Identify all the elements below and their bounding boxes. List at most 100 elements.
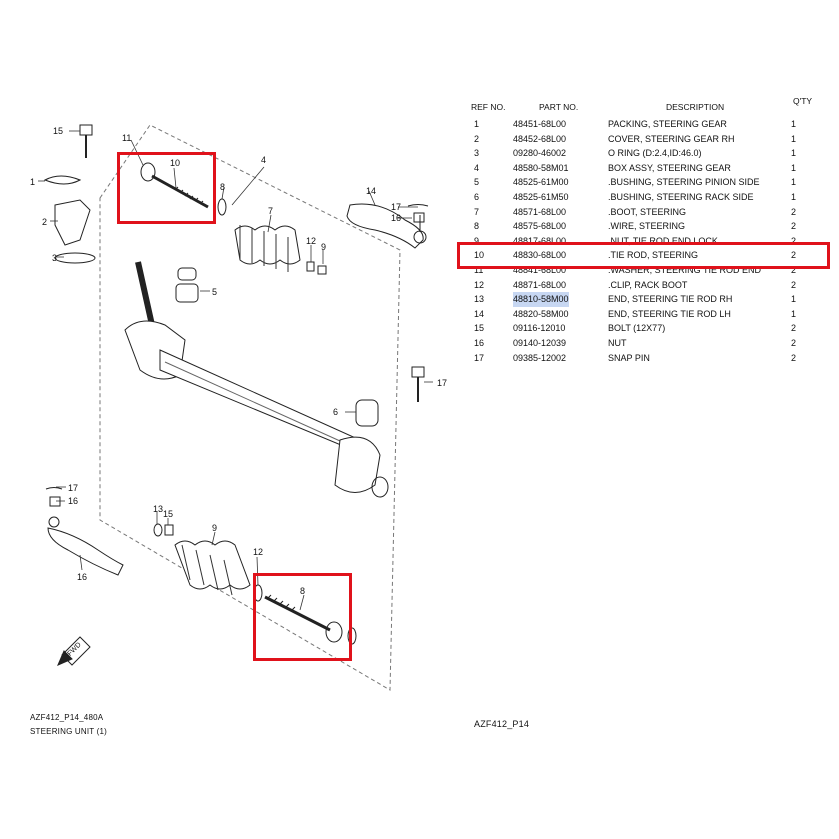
tie-rod-lock-nut-lower <box>153 523 163 537</box>
cell-desc: .BUSHING, STEERING PINION SIDE <box>608 177 760 188</box>
rack-boot-clip-lower <box>164 524 174 536</box>
cell-qty: 2 <box>791 221 797 232</box>
cell-qty: 1 <box>791 294 797 305</box>
cell-qty: 1 <box>791 148 797 159</box>
bushing-pinion-upper <box>177 267 197 281</box>
cell-desc: .WIRE, STEERING <box>608 221 686 232</box>
cell-qty: 2 <box>791 206 797 217</box>
callout-2: 2 <box>42 217 47 227</box>
cell-part: 48571-68L00 <box>513 206 567 217</box>
cell-part: 48871-68L00 <box>513 279 567 290</box>
cell-ref: 6 <box>474 192 480 202</box>
steering-boot-upper <box>234 225 301 272</box>
cell-desc: BOLT (12X77) <box>608 323 666 334</box>
cell-desc: BOX ASSY, STEERING GEAR <box>608 162 731 173</box>
callout-12b: 15 <box>163 509 173 519</box>
cell-part: 48525-61M00 <box>513 177 569 188</box>
callout-5: 5 <box>212 287 217 297</box>
header-qty: Q'TY <box>793 96 813 106</box>
highlight-box-tie-rod-lower <box>253 573 352 661</box>
callout-12a: 12 <box>306 236 316 246</box>
bolt-upper <box>79 124 93 158</box>
tie-rod-end-upper <box>346 203 427 249</box>
cell-qty: 1 <box>791 162 797 173</box>
cell-desc: COVER, STEERING GEAR RH <box>608 133 735 144</box>
table-row: 1 48451-68L00 PACKING, STEERING GEAR 1 <box>465 117 835 131</box>
footer-title-left: STEERING UNIT (1) <box>30 727 108 736</box>
cell-qty: 2 <box>791 352 797 363</box>
cell-part: 09116-12010 <box>513 323 566 334</box>
callout-8b: 12 <box>253 547 263 557</box>
cell-ref: 14 <box>474 308 485 319</box>
callout-6: 6 <box>333 407 338 417</box>
cell-desc: .BUSHING, STEERING RACK SIDE <box>608 192 754 202</box>
callout-7a: 7 <box>268 206 273 216</box>
callout-16b: 16 <box>68 496 78 506</box>
bushing-pinion-lower <box>175 283 199 303</box>
callout-3: 3 <box>52 253 57 263</box>
cell-part: 48830-68L00 <box>513 250 567 261</box>
cell-part: 48575-68L00 <box>513 221 567 232</box>
callout-17b: 17 <box>68 483 78 493</box>
cell-desc: .CLIP, RACK BOOT <box>608 279 688 290</box>
tie-rod-upper <box>140 162 209 209</box>
cell-part: 48841-68L00 <box>513 265 567 275</box>
cell-ref: 13 <box>474 294 485 305</box>
cell-desc: .BOOT, STEERING <box>608 206 687 217</box>
fwd-arrow-icon <box>57 636 91 666</box>
footer-code-left: AZF412_P14_480A <box>30 713 104 722</box>
bolt-right <box>411 366 425 402</box>
callout-17a: 17 <box>391 202 401 212</box>
cell-desc: O RING (D:2.4,ID:46.0) <box>608 148 702 159</box>
callout-11: 11 <box>122 133 131 143</box>
cell-part: 48817-68L00 <box>513 235 567 246</box>
cell-ref: 17 <box>474 352 485 363</box>
cell-qty: 2 <box>791 279 797 290</box>
cell-qty: 1 <box>791 119 797 129</box>
cell-part: 48452-68L00 <box>513 133 567 144</box>
cell-part: 48820-58M00 <box>513 308 569 319</box>
o-ring-3 <box>54 252 96 264</box>
tie-rod-end-lower <box>47 516 124 576</box>
cell-part: 48810-58M00 <box>513 292 569 307</box>
cell-ref: 16 <box>474 338 485 348</box>
rack-boot-clip-upper <box>306 261 315 272</box>
steering-boot-lower <box>174 540 251 596</box>
callout-labels: 15 1 2 3 11 10 4 8 7 12 9 14 17 16 5 6 1… <box>30 126 447 658</box>
callout-15b: 17 <box>437 378 447 388</box>
cell-desc: .WASHER, STEERING TIE ROD END <box>608 265 762 275</box>
tie-rod-lock-nut-upper <box>317 265 327 275</box>
nut-lower <box>49 496 61 507</box>
callout-4: 4 <box>261 155 266 165</box>
cell-ref: 1 <box>474 119 480 129</box>
cell-desc: PACKING, STEERING GEAR <box>608 119 727 129</box>
header-part-no: PART NO. <box>539 102 579 112</box>
assembly-outline <box>99 124 401 691</box>
tie-rod-lower <box>264 594 357 645</box>
callout-14: 14 <box>366 186 376 196</box>
cell-desc: END, STEERING TIE ROD LH <box>608 308 731 319</box>
callout-1: 1 <box>30 177 35 187</box>
header-description: DESCRIPTION <box>666 102 725 112</box>
cell-ref: 2 <box>474 133 480 144</box>
callout-13: 16 <box>77 572 87 582</box>
snap-pin-upper <box>407 204 429 207</box>
cell-qty: 2 <box>791 265 797 275</box>
callout-10a: 10 <box>170 158 180 168</box>
cell-part: 48451-68L00 <box>513 119 567 129</box>
callout-15a: 15 <box>53 126 63 136</box>
cover-2 <box>54 199 91 246</box>
callout-8a: 8 <box>220 182 225 192</box>
bushing-rack-side <box>355 399 379 427</box>
